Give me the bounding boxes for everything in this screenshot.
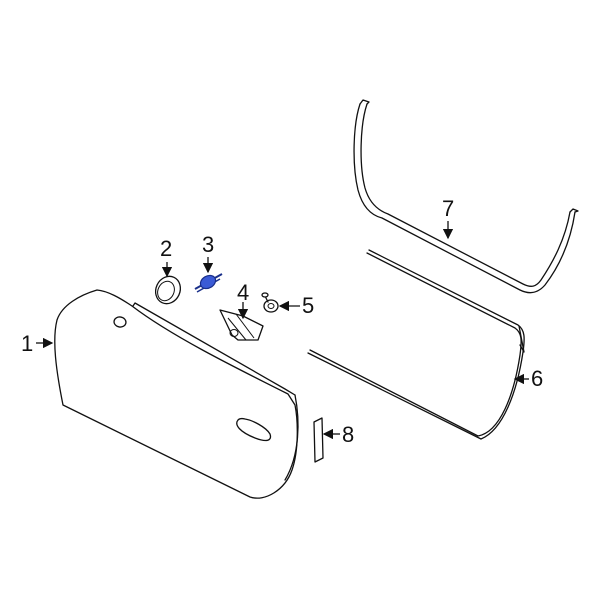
bolt-part[interactable] xyxy=(261,292,279,313)
tape-pad-part[interactable] xyxy=(313,417,324,463)
callout-1[interactable]: 1 xyxy=(21,331,34,356)
callout-7[interactable]: 7 xyxy=(442,196,455,221)
callout-8[interactable]: 8 xyxy=(342,422,355,447)
door-weatherstrip-part[interactable] xyxy=(307,249,525,440)
callout-3[interactable]: 3 xyxy=(202,232,215,257)
callout-6[interactable]: 6 xyxy=(531,366,544,391)
bracket-part[interactable] xyxy=(219,309,264,341)
callout-5[interactable]: 5 xyxy=(302,293,315,318)
door-shell-part[interactable] xyxy=(54,289,299,499)
grommet-part[interactable] xyxy=(151,272,185,308)
callout-4[interactable]: 4 xyxy=(237,280,250,305)
callout-2[interactable]: 2 xyxy=(160,236,173,261)
body-weatherstrip-part[interactable] xyxy=(353,99,579,294)
clip-part-highlighted[interactable] xyxy=(194,273,223,293)
